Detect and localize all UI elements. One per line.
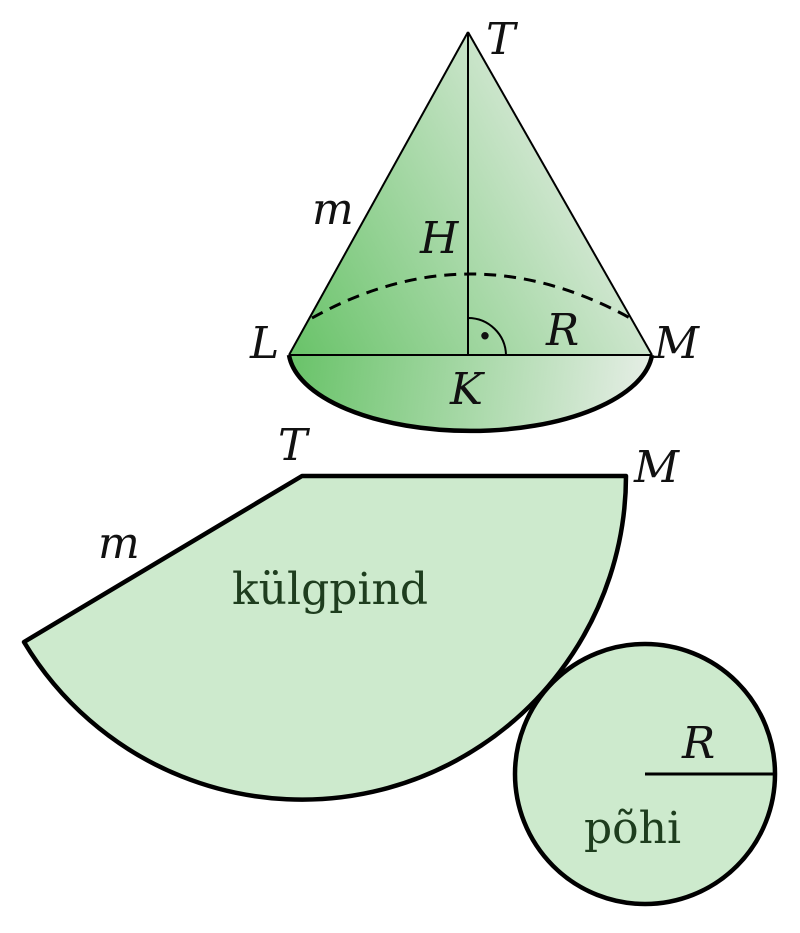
apex-label: T — [486, 14, 519, 65]
lateral-sector — [21, 473, 629, 802]
base-radius-label: R — [681, 718, 715, 769]
base-name: põhi — [584, 803, 681, 854]
lateral-surface-name: külgpind — [232, 564, 428, 615]
cone-base-front-half — [289, 355, 652, 431]
radius-label: R — [545, 305, 579, 356]
sector-slant-label: m — [98, 518, 140, 569]
right-angle-dot: · — [478, 313, 492, 360]
slant-height-label: m — [312, 184, 354, 235]
cone-base-back-arc — [311, 272, 631, 320]
slant-edge-right — [467, 31, 653, 356]
height-label: H — [419, 213, 460, 264]
slant-edge-left — [288, 31, 469, 356]
cone-lateral-surface — [289, 32, 652, 355]
center-point-label: K — [449, 364, 485, 415]
sector-apex-label: T — [278, 420, 311, 471]
right-point-label: M — [653, 318, 700, 369]
right-angle-arc — [467, 317, 507, 356]
sector-edge-end-label: M — [633, 442, 680, 493]
base-circle-net: R põhi — [512, 641, 778, 907]
left-point-label: L — [249, 318, 279, 369]
cone-solid: T L M K m H R · — [249, 14, 700, 434]
cone-base-front-arc — [286, 354, 655, 434]
lateral-surface-net: T M m külgpind — [21, 420, 680, 802]
